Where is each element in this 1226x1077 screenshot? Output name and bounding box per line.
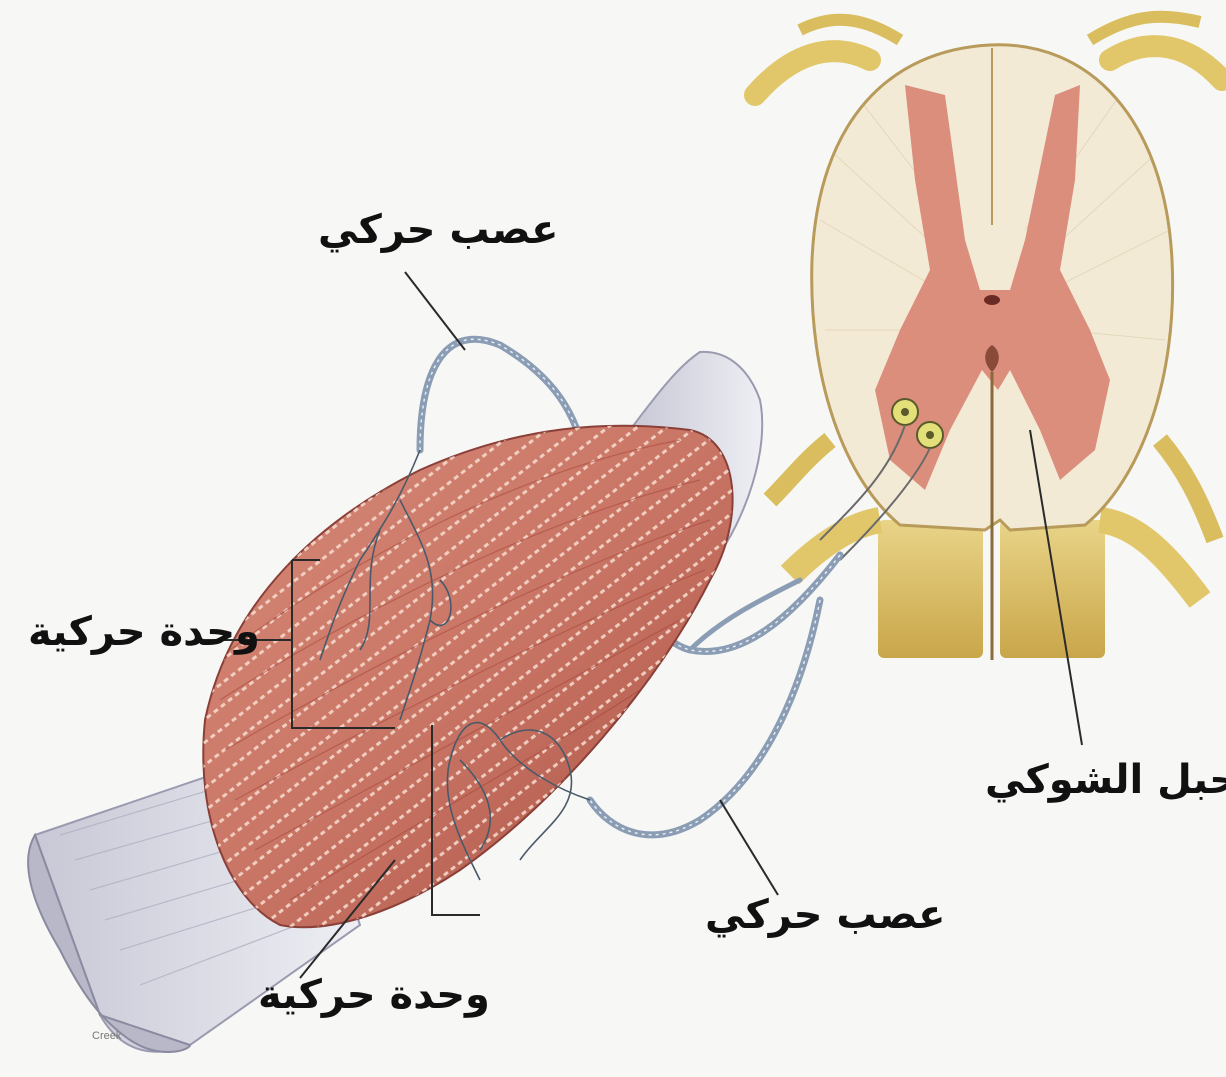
spinal-cord-section xyxy=(755,17,1222,660)
muscle xyxy=(28,352,762,1052)
label-motor-nerve-top: عصب حركي xyxy=(318,210,558,250)
label-motor-nerve-bottom: عصب حركي xyxy=(705,895,945,935)
label-motor-unit-bottom: وحدة حركية xyxy=(258,975,490,1015)
label-motor-unit-left: وحدة حركية xyxy=(28,612,260,652)
label-spinal-cord: الحبل الشوكي xyxy=(985,760,1226,800)
illustrator-credit: Creek xyxy=(92,1030,121,1042)
